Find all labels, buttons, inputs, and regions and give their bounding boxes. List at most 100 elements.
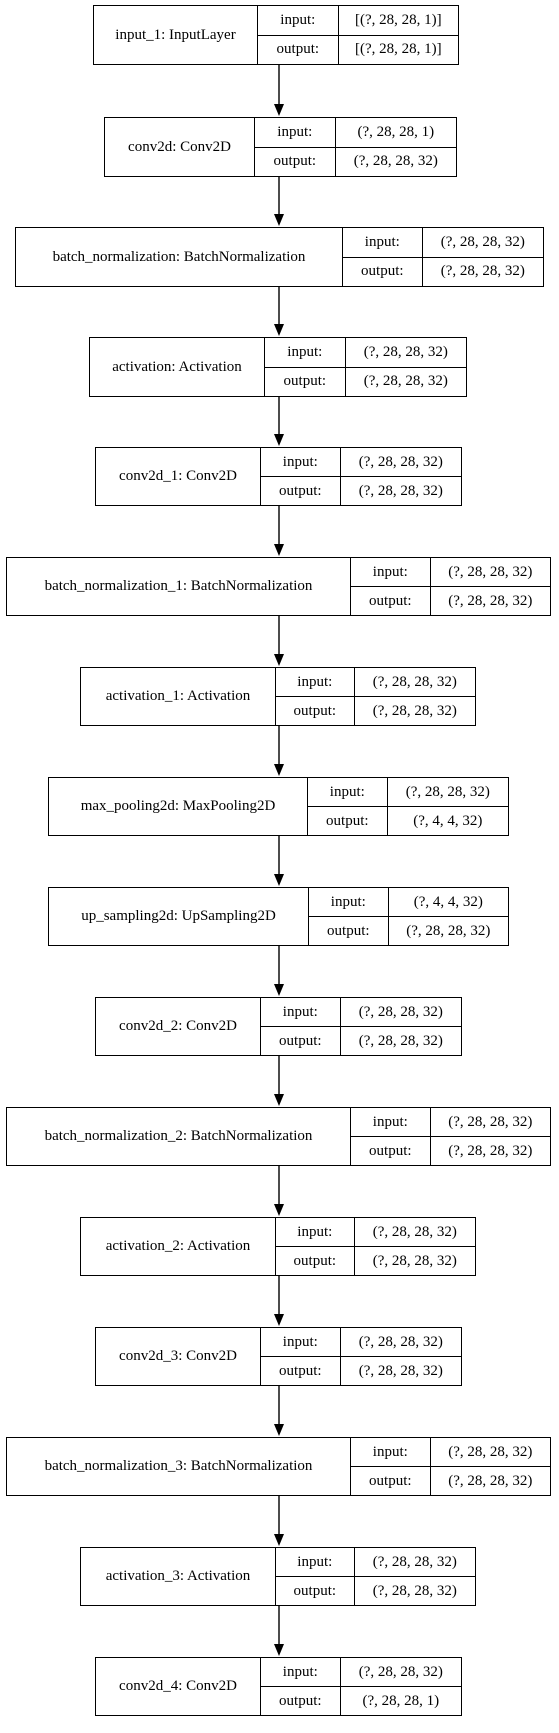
output-label: output: [261, 1687, 341, 1715]
input-shape: (?, 28, 28, 32) [448, 563, 533, 580]
edge-arrowhead [274, 874, 284, 886]
layer-name: max_pooling2d: MaxPooling2D [49, 778, 308, 835]
layer-name: activation_3: Activation [81, 1548, 276, 1605]
layer-io-table: input: (?, 28, 28, 32) output: (?, 28, 28, … [261, 998, 461, 1055]
layer-name: conv2d_1: Conv2D [96, 448, 261, 505]
input-shape: (?, 28, 28, 32) [372, 1553, 457, 1570]
input-shape: (?, 28, 28, 32) [358, 1333, 443, 1350]
input-shape: (?, 28, 28, 32) [440, 233, 525, 250]
output-label: output: [351, 1467, 431, 1495]
input-shape: (?, 28, 28, 32) [448, 1443, 533, 1460]
output-shape: (?, 28, 28, 32) [448, 1142, 533, 1159]
layer-input-row: input:(?, 28, 28, 32) [261, 448, 461, 476]
layer-name: activation_1: Activation [81, 668, 276, 725]
output-shape: (?, 28, 28, 32) [358, 482, 443, 499]
input-label: input: [261, 448, 341, 476]
layer-node: batch_normalization_3: BatchNormalizatio… [6, 1437, 551, 1496]
input-label: input: [276, 1218, 355, 1246]
layer-input-row: input: (?, 28, 28, 32) [265, 338, 466, 367]
layer-input-row: input:(?, 28, 28, 32) [276, 1548, 475, 1576]
input-label: input: [255, 118, 336, 147]
layer-io-table: input:(?, 28, 28, 32)output:(?, 28, 28, … [265, 338, 466, 396]
output-shape: (?, 28, 28, 1) [362, 1692, 440, 1709]
layer-name: batch_normalization_2: BatchNormalizatio… [7, 1108, 351, 1165]
layer-output-row: output:(?, 28, 28, 32) [276, 1246, 475, 1275]
layer-io-table: input:(?, 28, 28, 32)output: (?, 28, 28, … [261, 1658, 461, 1715]
output-shape: (?, 4, 4, 32) [413, 812, 483, 829]
output-label: output: [309, 917, 389, 945]
output-label: output: [351, 587, 431, 615]
input-label: input: [351, 1438, 431, 1466]
layer-output-row: output:(?, 28, 28, 32) [265, 366, 466, 396]
output-label: output: [261, 1357, 341, 1385]
input-shape: (?, 28, 28, 32) [358, 1003, 443, 1020]
output-shape: (?, 28, 28, 32) [358, 1032, 443, 1049]
edge-arrowhead [274, 544, 284, 556]
layer-input-row: input:(?, 28, 28, 32) [351, 1108, 550, 1136]
input-label: input: [261, 998, 341, 1026]
output-label: output: [351, 1137, 431, 1165]
layer-name: batch_normalization_3: BatchNormalizatio… [7, 1438, 351, 1495]
edge-arrowhead [274, 984, 284, 996]
output-shape: (?, 28, 28, 32) [448, 1472, 533, 1489]
output-shape: (?, 28, 28, 32) [363, 373, 448, 390]
layer-input-row: input:(?, 4, 4, 32) [309, 888, 508, 916]
layer-output-row: output:(?, 28, 28, 32) [255, 146, 456, 176]
output-shape: (?, 28, 28, 32) [353, 153, 438, 170]
layer-input-row: input:(?, 28, 28, 32) [276, 668, 475, 696]
layer-input-row: input:(?, 28, 28, 32) [261, 1328, 461, 1356]
edge-arrowhead [274, 654, 284, 666]
output-shape: (?, 28, 28, 32) [372, 702, 457, 719]
output-shape: [(?, 28, 28, 1)] [354, 41, 442, 58]
layer-output-row: output: [(?, 28, 28, 1)] [258, 34, 458, 64]
layer-input-row: input: (?, 28, 28, 32) [351, 558, 550, 586]
output-label: output: [343, 257, 423, 286]
layer-output-row: output: (?, 28, 28, 32) [309, 916, 508, 945]
output-label: output: [258, 35, 339, 64]
layer-output-row: output: (?, 28, 28, 32) [276, 696, 475, 725]
layer-name: up_sampling2d: UpSampling2D [49, 888, 309, 945]
output-label: output: [261, 1027, 341, 1055]
input-label: input: [351, 558, 431, 586]
edge-arrowhead [274, 104, 284, 116]
layer-name: conv2d_3: Conv2D [96, 1328, 261, 1385]
layer-output-row: output: (?, 28, 28, 1) [261, 1686, 461, 1715]
output-label: output: [308, 807, 388, 835]
edge-arrowhead [274, 1534, 284, 1546]
layer-name: conv2d_2: Conv2D [96, 998, 261, 1055]
layer-input-row: input:(?, 28, 28, 32) [308, 778, 508, 806]
input-label: input: [308, 778, 388, 806]
layer-output-row: output: (?, 28, 28, 32) [343, 256, 543, 286]
layer-input-row: input: (?, 28, 28, 32) [261, 998, 461, 1026]
layer-io-table: input:(?, 4, 4, 32)output: (?, 28, 28, 32… [309, 888, 508, 945]
layer-input-row: input:(?, 28, 28, 32) [261, 1658, 461, 1686]
input-label: input: [265, 338, 346, 367]
layer-output-row: output: (?, 4, 4, 32) [308, 806, 508, 835]
output-shape: (?, 28, 28, 32) [372, 1582, 457, 1599]
output-shape: (?, 28, 28, 32) [440, 263, 525, 280]
input-shape: (?, 28, 28, 1) [357, 123, 435, 140]
layer-io-table: input:(?, 28, 28, 32)output:(?, 28, 28, … [261, 448, 461, 505]
layer-io-table: input: (?, 28, 28, 1) output:(?, 28, 28, 3… [255, 118, 456, 176]
layer-name: conv2d: Conv2D [105, 118, 255, 176]
output-shape: (?, 28, 28, 32) [448, 592, 533, 609]
input-shape: (?, 28, 28, 32) [363, 343, 448, 360]
output-label: output: [276, 697, 355, 725]
layer-output-row: output:(?, 28, 28, 32) [276, 1576, 475, 1605]
output-shape: (?, 28, 28, 32) [406, 922, 491, 939]
layer-name: batch_normalization: BatchNormalization [16, 228, 343, 286]
layer-output-row: output: (?, 28, 28, 32) [351, 1466, 550, 1495]
input-shape: [(?, 28, 28, 1)] [354, 11, 442, 28]
input-shape: (?, 28, 28, 32) [372, 673, 457, 690]
layer-io-table: input:(?, 28, 28, 32)output: (?, 4, 4, 32… [308, 778, 508, 835]
